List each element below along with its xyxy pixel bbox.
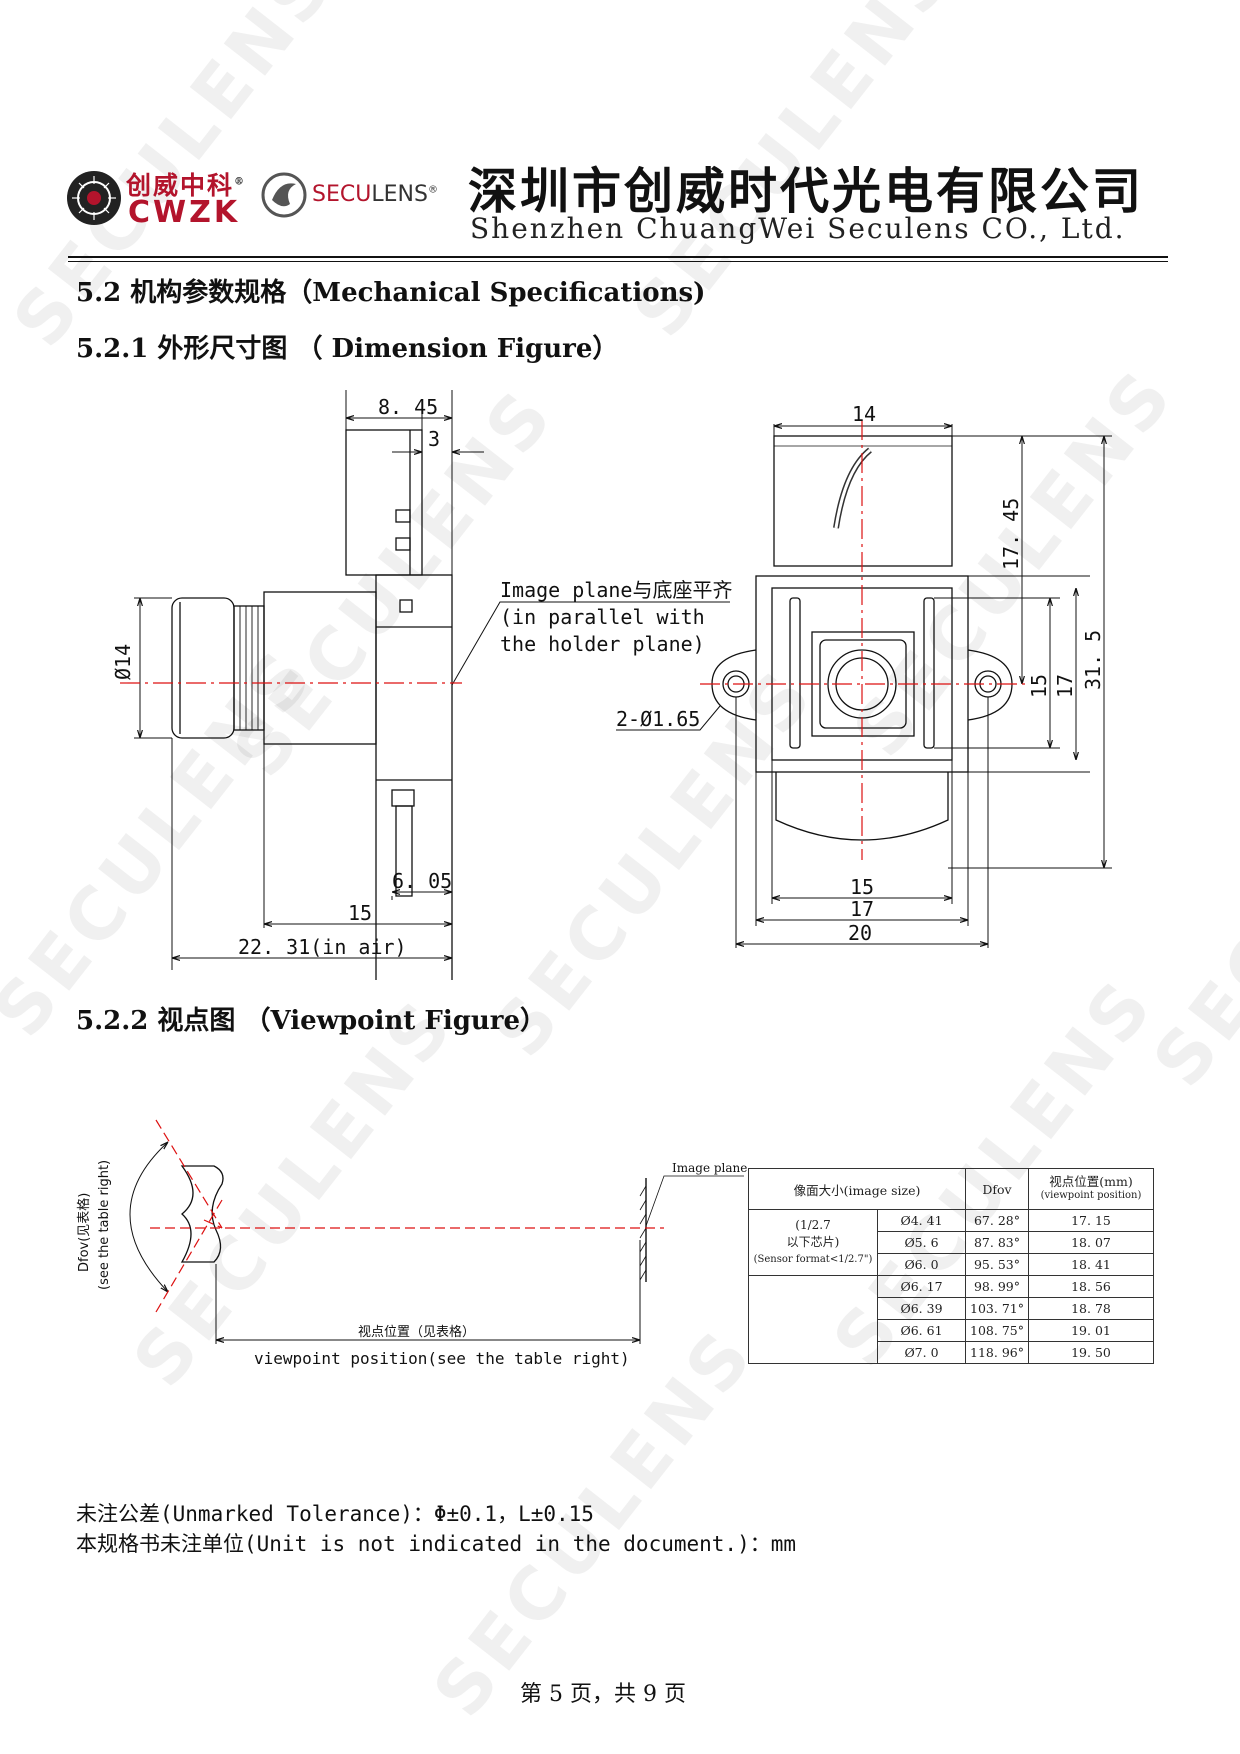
- seculens-brand: SECULENS®: [312, 182, 438, 207]
- dimension-figure: 8. 45 3 Ø14 6. 05 15 22. 31(in air) Imag…: [111, 390, 1112, 980]
- table-cell: Ø4. 41: [877, 1209, 966, 1232]
- viewpoint-figure: Dfov(见表格) (see the table right) Image pl…: [76, 1119, 747, 1368]
- dim-14-front: 14: [852, 402, 876, 426]
- dim-3: 3: [428, 427, 440, 451]
- header-viewpoint-position: 视点位置(mm) (viewpoint position): [1028, 1168, 1154, 1210]
- image-plane-note: Image plane与底座平齐: [500, 578, 732, 602]
- table-cell: [748, 1275, 878, 1364]
- page-number: 第 5 页，共 9 页: [520, 1682, 686, 1707]
- dim-holes: 2-Ø1.65: [616, 707, 700, 731]
- section-heading-dimension: 5.2.1 外形尺寸图 （ Dimension Figure）: [76, 334, 619, 364]
- logo-english: CWZK: [128, 195, 241, 230]
- dfov-label: Dfov(见表格): [76, 1193, 92, 1272]
- table-cell: 19. 01: [1028, 1319, 1154, 1342]
- table-cell: Ø6. 39: [877, 1297, 966, 1320]
- table-cell: 95. 53°: [965, 1253, 1029, 1276]
- tolerance-note: 未注公差(Unmarked Tolerance)：Φ±0.1，L±0.15: [76, 1502, 594, 1526]
- dim-17-45: 17. 45: [999, 498, 1023, 570]
- table-cell: Ø7. 0: [877, 1341, 966, 1364]
- header-image-size: 像面大小(image size): [748, 1168, 966, 1210]
- table-cell: Ø6. 61: [877, 1319, 966, 1342]
- dim-31-5: 31. 5: [1081, 630, 1105, 690]
- section-heading-mechanical: 5.2 机构参数规格（Mechanical Specifications): [76, 278, 706, 308]
- dim-6-05: 6. 05: [392, 869, 452, 893]
- table-cell: 118. 96°: [965, 1341, 1029, 1364]
- table-cell: 18. 07: [1028, 1231, 1154, 1254]
- table-cell: 98. 99°: [965, 1275, 1029, 1298]
- dim-17-vertical: 17: [1053, 674, 1077, 698]
- table-cell: 103. 71°: [965, 1297, 1029, 1320]
- header-rule: [68, 261, 1168, 262]
- image-plane-note: (in parallel with: [500, 605, 705, 629]
- table-cell: Ø6. 17: [877, 1275, 966, 1298]
- unit-note: 本规格书未注单位(Unit is not indicated in the do…: [76, 1532, 797, 1556]
- logo-chinese: 创威中科®: [126, 171, 247, 200]
- section-heading-viewpoint: 5.2.2 视点图 （Viewpoint Figure）: [76, 1006, 547, 1036]
- viewpoint-position-label: 视点位置（见表格）: [358, 1324, 475, 1340]
- dim-15-vertical: 15: [1027, 674, 1051, 698]
- dfov-label: (see the table right): [97, 1160, 112, 1290]
- viewpoint-table: 像面大小(image size) Dfov 视点位置(mm) (viewpoin…: [748, 1168, 1154, 1364]
- image-plane-note: the holder plane): [500, 632, 705, 656]
- dim-15-horizontal: 15: [850, 875, 874, 899]
- table-cell: 19. 50: [1028, 1341, 1154, 1364]
- table-cell: 67. 28°: [965, 1209, 1029, 1232]
- table-cell: 108. 75°: [965, 1319, 1029, 1342]
- viewpoint-position-label: viewpoint position(see the table right): [254, 1349, 630, 1368]
- table-cell: 87. 83°: [965, 1231, 1029, 1254]
- cwzk-logo-icon: [67, 171, 121, 225]
- table-cell: Ø5. 6: [877, 1231, 966, 1254]
- table-cell: 17. 15: [1028, 1209, 1154, 1232]
- dim-phi-14: Ø14: [111, 644, 135, 680]
- table-cell: Ø6. 0: [877, 1253, 966, 1276]
- seculens-logo-icon: [261, 172, 307, 218]
- dim-15-side: 15: [348, 901, 372, 925]
- table-cell: 18. 41: [1028, 1253, 1154, 1276]
- dim-17-horizontal: 17: [850, 897, 874, 921]
- header-rule: [68, 256, 1168, 258]
- image-plane-label: Image plane: [672, 1161, 747, 1175]
- sensor-format-cell: (1/2.7 以下芯片) (Sensor format<1/2.7"): [748, 1209, 878, 1276]
- company-name-chinese: 深圳市创威时代光电有限公司: [468, 163, 1145, 220]
- table-cell: 18. 78: [1028, 1297, 1154, 1320]
- header-dfov: Dfov: [965, 1168, 1029, 1210]
- company-name-english: Shenzhen ChuangWei Seculens CO., Ltd.: [470, 212, 1126, 245]
- dim-20-horizontal: 20: [848, 921, 872, 945]
- dim-22-31: 22. 31(in air): [238, 935, 407, 959]
- dim-8-45: 8. 45: [378, 395, 438, 419]
- table-cell: 18. 56: [1028, 1275, 1154, 1298]
